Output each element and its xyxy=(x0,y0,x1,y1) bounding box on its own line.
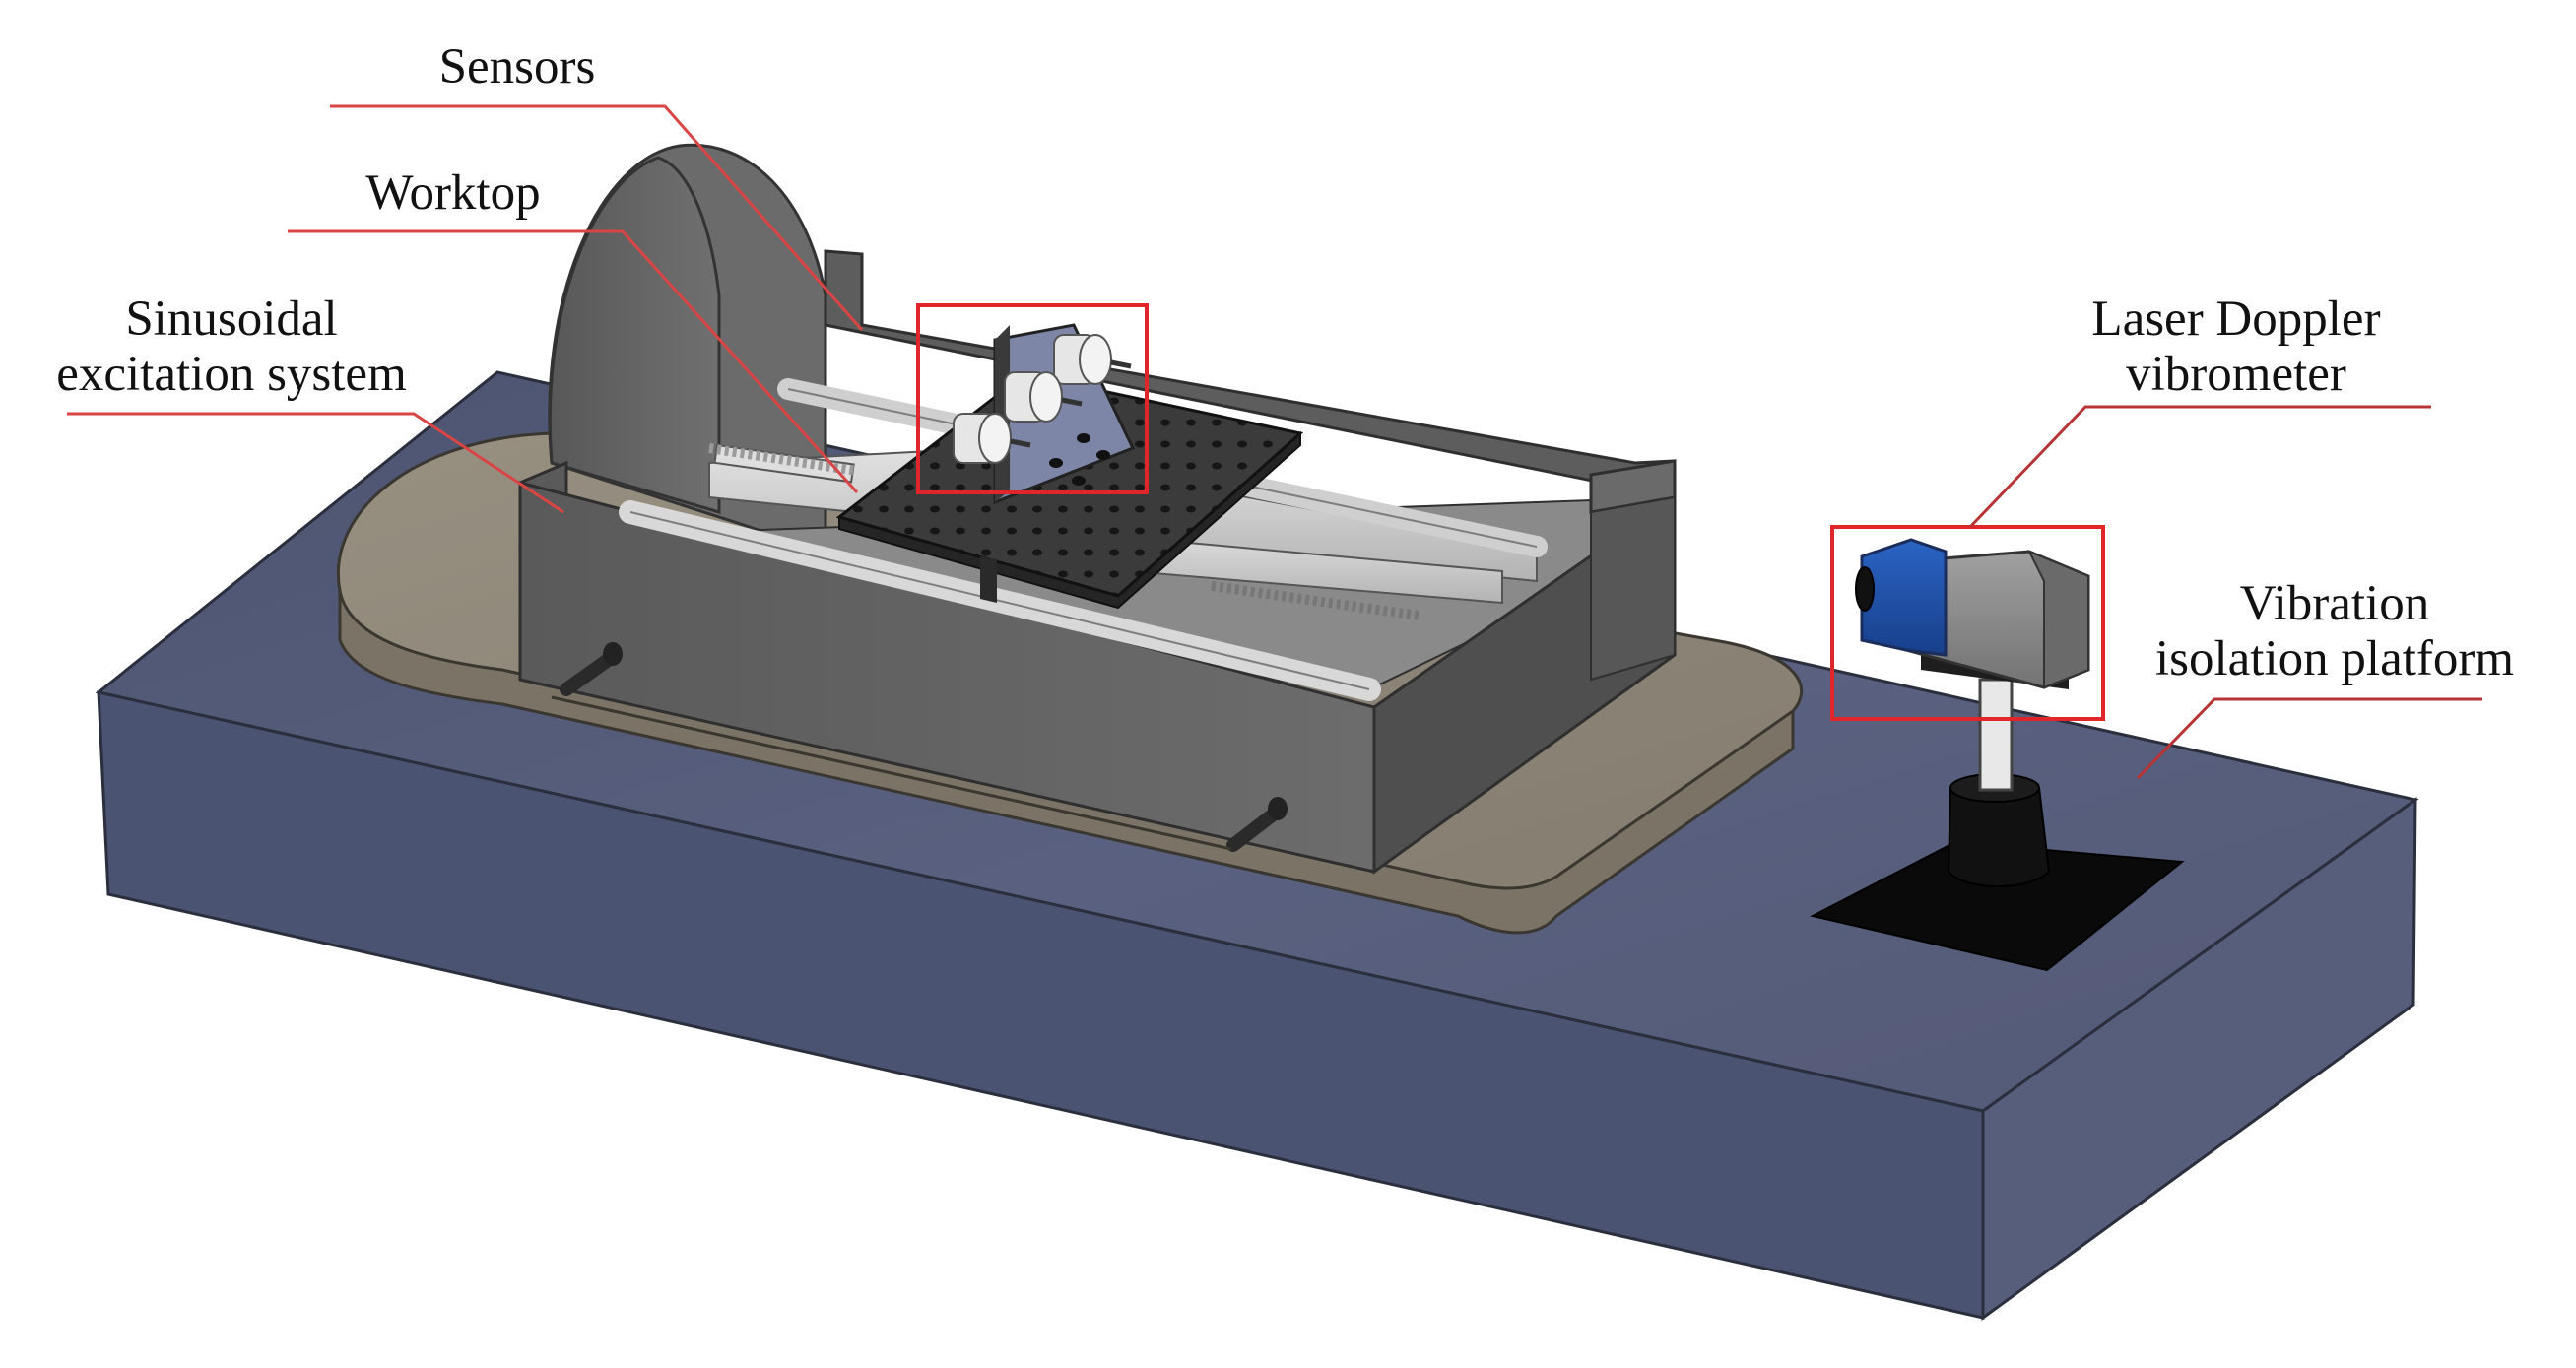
sensors-highlight-box xyxy=(916,303,1149,494)
vibrometer-post xyxy=(1978,678,2014,792)
excitation-label-line1: Sinusoidal xyxy=(125,292,338,347)
platform-label: Vibration isolation platform xyxy=(2123,576,2546,686)
vibrometer-stand-base xyxy=(1947,787,2051,887)
sensors-leader xyxy=(330,104,864,331)
vibrometer-base-plate xyxy=(1810,840,2185,972)
sensor-3 xyxy=(953,413,1031,464)
sensor-assembly xyxy=(953,323,1136,505)
worktop-label-text: Worktop xyxy=(365,165,541,221)
arch-front-face xyxy=(548,156,721,515)
sensor-2 xyxy=(1004,371,1083,423)
excitation-label: Sinusoidal excitation system xyxy=(20,292,443,402)
worktop-leader xyxy=(288,229,859,494)
platform-label-line2: isolation platform xyxy=(2154,631,2515,686)
vibrometer-body-blue xyxy=(1860,538,1948,657)
vibrometer-label-line2: vibrometer xyxy=(2126,347,2346,402)
leader-lines xyxy=(67,104,2482,780)
excitation-housing xyxy=(518,249,1677,875)
sensor-1 xyxy=(1053,334,1132,385)
platform-leader xyxy=(2136,697,2482,780)
vibrometer-lens xyxy=(1855,566,1875,612)
worktop-label: Worktop xyxy=(335,165,571,221)
platform-label-line1: Vibration xyxy=(2239,576,2430,631)
vibrometer-label-line1: Laser Doppler xyxy=(2091,292,2381,347)
mount-bolts xyxy=(551,642,1288,852)
excitation-leader xyxy=(67,412,564,514)
vibrometer-leader xyxy=(1968,405,2431,529)
vibrometer-highlight-box xyxy=(1830,525,2105,721)
sensors-label-text: Sensors xyxy=(438,39,596,95)
laser-doppler-vibrometer xyxy=(1810,538,2185,972)
sensors-label: Sensors xyxy=(399,39,635,95)
vibrometer-label: Laser Doppler vibrometer xyxy=(2049,292,2423,402)
excitation-label-line2: excitation system xyxy=(56,347,407,402)
